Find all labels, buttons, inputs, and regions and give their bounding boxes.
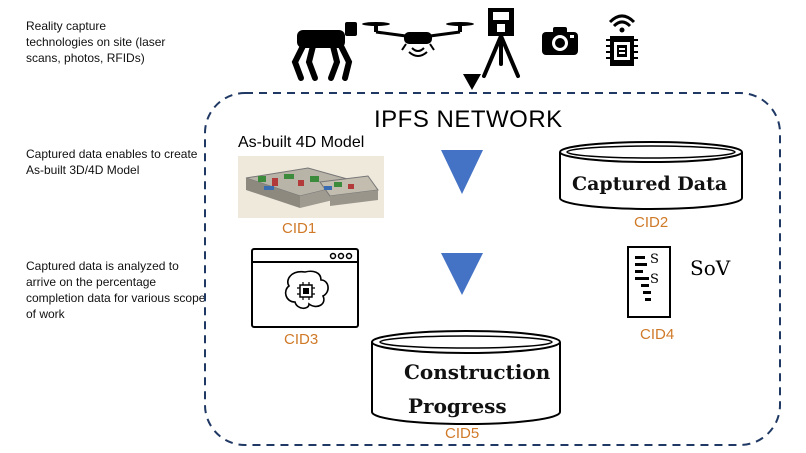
network-title: IPFS NETWORK	[374, 106, 563, 133]
model-title: As-built 4D Model	[238, 134, 365, 151]
drone-icon	[362, 22, 474, 57]
as-built-model-image	[238, 156, 384, 218]
construction-progress-database-icon	[371, 330, 561, 425]
captured-data-label: Captured Data	[572, 173, 728, 195]
cid2-label: CID2	[634, 214, 669, 231]
robot-dog-icon	[291, 22, 357, 81]
side-note-model: Captured data enables to create As-built…	[26, 147, 198, 177]
arrow-down-blue-1	[441, 150, 483, 194]
captured-data-database-icon	[559, 141, 743, 210]
arrow-down-small	[463, 74, 481, 90]
sov-label: SoV	[690, 256, 731, 280]
construction-progress-label-2: Progress	[408, 394, 507, 418]
sov-glyph-2: S	[650, 272, 659, 287]
cid4-label: CID4	[640, 326, 675, 343]
arrow-down-blue-2	[441, 253, 483, 295]
cid1-label: CID1	[282, 220, 317, 237]
sov-glyph-1: S	[650, 252, 659, 267]
side-note-capture: Reality capture technologies on site (la…	[26, 19, 166, 65]
document-icon	[627, 246, 671, 318]
brain-chip-icon	[251, 248, 359, 328]
laser-scanner-icon	[482, 8, 520, 78]
construction-progress-label-1: Construction	[404, 360, 551, 384]
cid5-label: CID5	[445, 425, 480, 442]
side-note-analysis: Captured data is analyzed to arrive on t…	[26, 259, 206, 321]
camera-icon	[542, 27, 578, 55]
cid3-label: CID3	[284, 331, 319, 348]
rfid-chip-icon	[606, 14, 638, 66]
